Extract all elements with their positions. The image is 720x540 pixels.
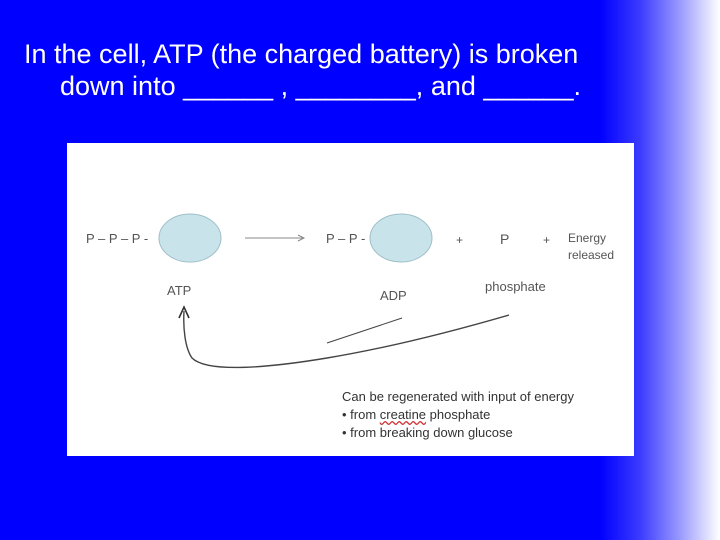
regeneration-note: Can be regenerated with input of energy …	[342, 388, 574, 442]
reaction-arrow-head	[297, 234, 306, 242]
diagram-graphics	[158, 213, 510, 369]
regeneration-arrow-curve	[183, 310, 510, 369]
adp-molecule	[369, 213, 433, 263]
atp-phosphate-chain: P – P – P -	[86, 231, 149, 246]
note-line-3: • from breaking down glucose	[342, 425, 513, 440]
note-line-2-prefix: • from	[342, 407, 380, 422]
atp-molecule	[158, 213, 222, 263]
note-line-2: • from creatine phosphate	[342, 406, 574, 424]
adp-label: ADP	[380, 288, 407, 303]
note-line-1: Can be regenerated with input of energy	[342, 389, 574, 404]
slide-title: In the cell, ATP (the charged battery) i…	[24, 38, 704, 102]
atp-label: ATP	[167, 283, 192, 298]
energy-label-line-2: released	[568, 248, 615, 262]
plus-sign-2: +	[543, 233, 551, 247]
title-line-1: In the cell, ATP (the charged battery) i…	[24, 39, 579, 69]
regeneration-arrow-head	[178, 305, 190, 319]
phosphate-label: phosphate	[485, 279, 546, 294]
phosphate-symbol: P	[500, 231, 510, 247]
plus-sign-1: +	[456, 233, 464, 247]
creatine-word: creatine	[379, 407, 427, 422]
note-line-2-suffix: phosphate	[426, 407, 491, 422]
title-line-2: down into ______ , ________, and ______.	[60, 71, 581, 101]
regeneration-arrow-stroke	[326, 317, 403, 344]
atp-breakdown-diagram: P – P – P - P – P - + P + Energy release…	[67, 143, 634, 456]
adp-phosphate-chain: P – P -	[326, 231, 366, 246]
energy-label-line-1: Energy	[568, 231, 607, 245]
